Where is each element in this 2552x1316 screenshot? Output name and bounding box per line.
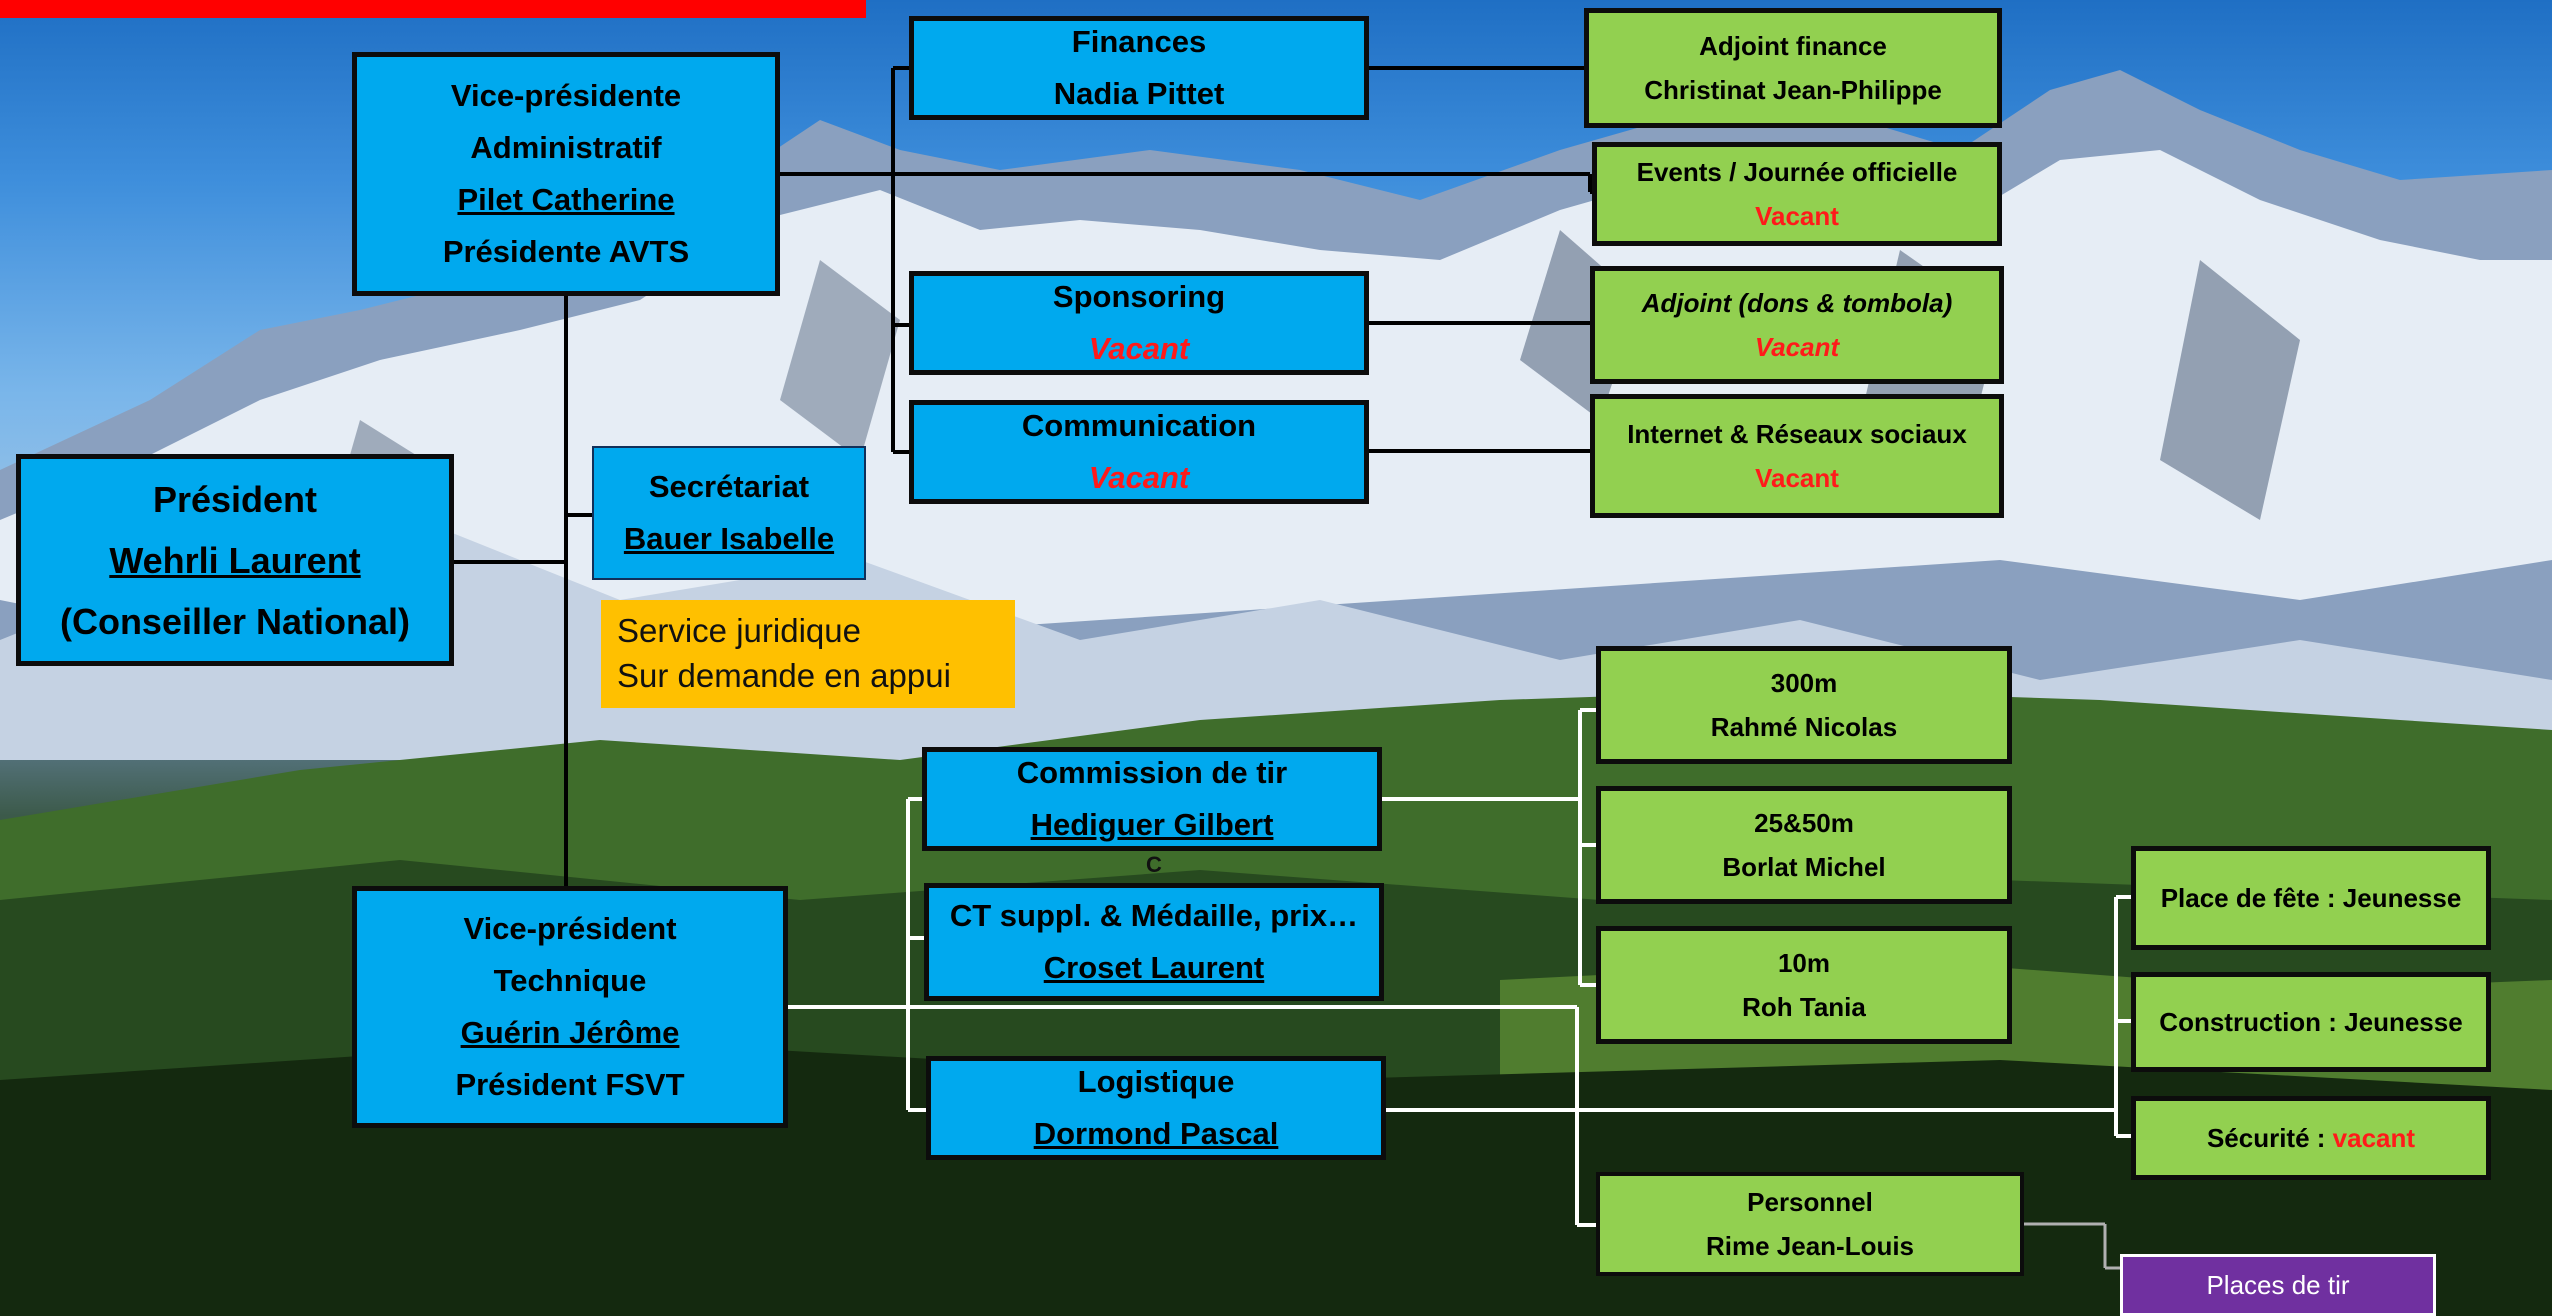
stray-letter: C — [1146, 852, 1162, 877]
personnel-title: Personnel — [1747, 1187, 1873, 1217]
sponsoring-status: Vacant — [1088, 331, 1190, 366]
adjoint-dons-status: Vacant — [1754, 332, 1840, 362]
communication-title: Communication — [1021, 408, 1257, 443]
range-10m-name: Roh Tania — [1742, 992, 1866, 1022]
sponsoring-title: Sponsoring — [1052, 279, 1226, 314]
vp-admin-box: Vice-présidente Administratif Pilet Cath… — [352, 52, 780, 296]
vp-tech-name: Guérin Jérôme — [460, 1015, 680, 1050]
finances-box: Finances Nadia Pittet — [909, 16, 1369, 120]
president-note: (Conseiller National) — [59, 600, 411, 642]
commission-tir-box: Commission de tir Hediguer Gilbert — [922, 747, 1382, 851]
sponsoring-box: Sponsoring Vacant — [909, 271, 1369, 375]
legal-service-title: Service juridique — [617, 612, 861, 649]
finances-name: Nadia Pittet — [1053, 76, 1225, 111]
vp-admin-role: Vice-présidente — [450, 78, 682, 113]
president-box: Président Wehrli Laurent (Conseiller Nat… — [16, 454, 454, 666]
range-300m-name: Rahmé Nicolas — [1710, 712, 1898, 742]
ct-suppl-name: Croset Laurent — [1043, 950, 1265, 985]
securite-status: vacant — [2332, 1123, 2416, 1153]
vp-admin-extra: Présidente AVTS — [442, 234, 690, 269]
range-10m-box: 10m Roh Tania — [1596, 926, 2012, 1044]
construction-box: Construction : Jeunesse — [2131, 972, 2491, 1072]
range-25-50m-name: Borlat Michel — [1722, 852, 1886, 882]
adjoint-finance-box: Adjoint finance Christinat Jean-Philippe — [1584, 8, 2002, 128]
vp-tech-role: Vice-président — [463, 911, 677, 946]
ct-suppl-box: CT suppl. & Médaille, prix… Croset Laure… — [924, 883, 1384, 1001]
places-tir-label: Places de tir — [2206, 1269, 2350, 1300]
logistique-box: Logistique Dormond Pascal — [926, 1056, 1386, 1160]
vp-tech-extra: Président FSVT — [455, 1067, 685, 1102]
logistique-name: Dormond Pascal — [1033, 1116, 1279, 1151]
adjoint-finance-title: Adjoint finance — [1699, 31, 1887, 61]
finances-title: Finances — [1071, 24, 1207, 59]
logistique-title: Logistique — [1077, 1064, 1235, 1099]
securite-box: Sécurité : vacant — [2131, 1096, 2491, 1180]
legal-service-note: Sur demande en appui — [617, 657, 951, 694]
adjoint-dons-title: Adjoint (dons & tombola) — [1641, 288, 1953, 318]
place-fete-box: Place de fête : Jeunesse — [2131, 846, 2491, 950]
president-title: Président — [152, 478, 318, 520]
commission-tir-name: Hediguer Gilbert — [1030, 807, 1274, 842]
place-fete-label: Place de fête : Jeunesse — [2160, 883, 2462, 913]
places-tir-box: Places de tir — [2120, 1254, 2436, 1316]
secretariat-title: Secrétariat — [648, 469, 810, 504]
adjoint-dons-box: Adjoint (dons & tombola) Vacant — [1590, 266, 2004, 384]
president-name: Wehrli Laurent — [109, 539, 361, 581]
legal-service-box: Service juridique Sur demande en appui — [601, 600, 1015, 708]
range-25-50m-title: 25&50m — [1754, 808, 1854, 838]
events-title: Events / Journée officielle — [1636, 157, 1958, 187]
communication-status: Vacant — [1088, 460, 1190, 495]
range-25-50m-box: 25&50m Borlat Michel — [1596, 786, 2012, 904]
top-accent-bar — [0, 0, 866, 18]
ct-suppl-title: CT suppl. & Médaille, prix… — [949, 898, 1359, 933]
construction-label: Construction : Jeunesse — [2159, 1007, 2463, 1037]
range-300m-box: 300m Rahmé Nicolas — [1596, 646, 2012, 764]
vp-tech-box: Vice-président Technique Guérin Jérôme P… — [352, 886, 788, 1128]
internet-box: Internet & Réseaux sociaux Vacant — [1590, 394, 2004, 518]
securite-label: Sécurité : — [2206, 1123, 2333, 1153]
personnel-name: Rime Jean-Louis — [1705, 1231, 1915, 1261]
vp-admin-area: Administratif — [470, 130, 662, 165]
range-300m-title: 300m — [1770, 668, 1838, 698]
internet-status: Vacant — [1755, 463, 1839, 493]
secretariat-box: Secrétariat Bauer Isabelle — [592, 446, 866, 580]
adjoint-finance-name: Christinat Jean-Philippe — [1644, 75, 1942, 105]
commission-tir-title: Commission de tir — [1016, 755, 1288, 790]
communication-box: Communication Vacant — [909, 400, 1369, 504]
secretariat-name: Bauer Isabelle — [623, 521, 835, 556]
internet-title: Internet & Réseaux sociaux — [1627, 419, 1967, 449]
range-10m-title: 10m — [1777, 948, 1831, 978]
vp-admin-name: Pilet Catherine — [457, 182, 675, 217]
events-status: Vacant — [1755, 201, 1839, 231]
personnel-box: Personnel Rime Jean-Louis — [1596, 1172, 2024, 1276]
vp-tech-area: Technique — [493, 963, 647, 998]
events-box: Events / Journée officielle Vacant — [1592, 142, 2002, 246]
